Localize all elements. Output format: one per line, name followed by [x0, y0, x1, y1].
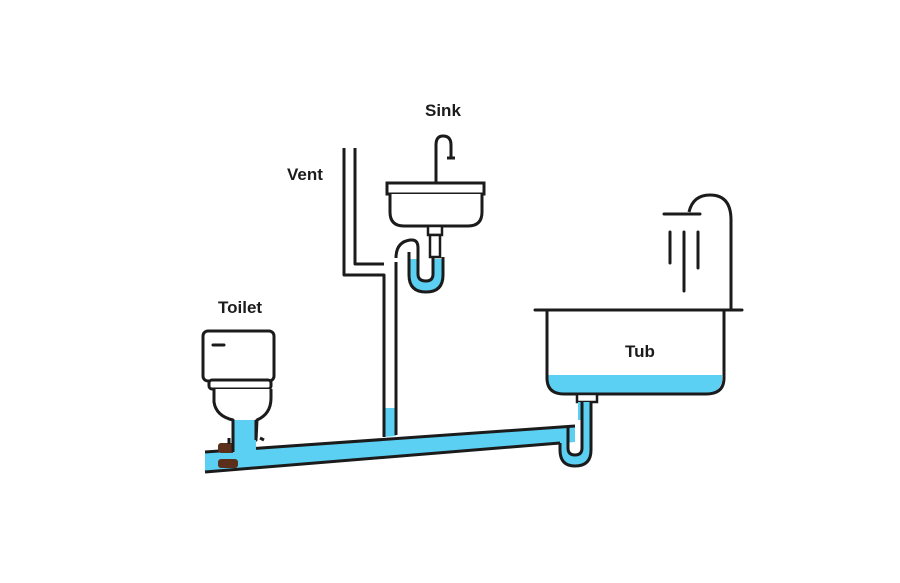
sink-label: Sink [425, 101, 461, 120]
main-drain-pipe [204, 424, 576, 474]
vent-label: Vent [287, 165, 323, 184]
tub-label: Tub [625, 342, 655, 361]
toilet [201, 329, 276, 454]
stack-junction-water [382, 408, 398, 437]
toilet-label: Toilet [218, 298, 263, 317]
sink [385, 134, 486, 294]
bathtub [533, 193, 744, 468]
